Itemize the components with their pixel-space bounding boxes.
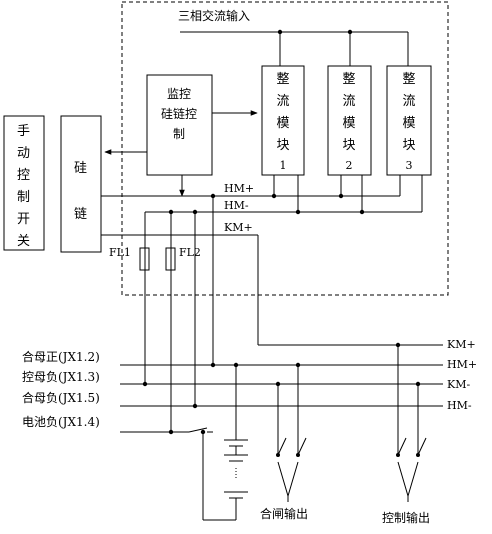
- svg-text:整: 整: [276, 72, 289, 87]
- closing-output-label: 合闸输出: [260, 506, 308, 521]
- svg-text:整: 整: [342, 72, 355, 87]
- manual-switch-box: [3, 115, 45, 251]
- junction-dot: [295, 362, 301, 368]
- switch-contact: [276, 453, 280, 457]
- right-hm-minus-label: HM-: [447, 399, 472, 412]
- junction-dot: [200, 429, 206, 435]
- svg-text:整: 整: [402, 72, 415, 87]
- svg-text:链: 链: [74, 207, 87, 222]
- fuse-fl1-label: FL1: [109, 246, 131, 259]
- control-output-blade-a: [397, 437, 407, 456]
- ac-input-label: 三相交流输入: [178, 8, 250, 23]
- svg-text:制: 制: [173, 127, 185, 141]
- junction-dot: [271, 193, 277, 199]
- junction-dot: [347, 29, 353, 35]
- junction-dot: [295, 209, 301, 215]
- junction-dot: [277, 29, 283, 35]
- right-hm-plus-label: HM+: [447, 358, 477, 371]
- svg-text:模: 模: [402, 116, 415, 131]
- svg-text:块: 块: [276, 138, 289, 153]
- junction-dot: [338, 193, 344, 199]
- right-km-plus-label: KM+: [447, 338, 476, 351]
- silicon-chain-box: [60, 115, 102, 253]
- svg-text:制: 制: [17, 190, 30, 205]
- switch-contact: [396, 453, 400, 457]
- svg-text:3: 3: [406, 159, 413, 172]
- rectifier-3-label: 整 流 模 块 3: [402, 72, 415, 172]
- rectifier-box-1: [261, 65, 305, 176]
- junction-dot: [359, 209, 365, 215]
- svg-text:硅: 硅: [74, 161, 87, 176]
- svg-text:手: 手: [17, 124, 30, 139]
- rectifier-box-2: [327, 65, 372, 176]
- svg-text:动: 动: [17, 146, 30, 161]
- junction-dot: [192, 403, 198, 409]
- monitor-box: [146, 74, 213, 176]
- junction-dot: [168, 209, 174, 215]
- fuse-fl2-label: FL2: [179, 246, 201, 259]
- junction-dot: [192, 209, 198, 215]
- bus-label-2: 控母负(JX1.3): [22, 370, 100, 384]
- svg-text:模: 模: [342, 116, 355, 131]
- switch-contact: [416, 453, 420, 457]
- svg-text:开: 开: [17, 212, 30, 227]
- junction-dot: [275, 381, 281, 387]
- manual-switch-label: 手 动 控 制 开 关: [17, 124, 30, 249]
- closing-output-blade-a: [277, 437, 287, 456]
- control-output-label: 控制输出: [382, 510, 430, 525]
- silicon-chain-label: 硅 链: [74, 161, 87, 222]
- svg-text:控: 控: [17, 168, 30, 183]
- rectifier-2-label: 整 流 模 块 2: [342, 72, 355, 172]
- junction-dot: [210, 362, 216, 368]
- rectifier-1-label: 整 流 模 块 1: [276, 72, 289, 172]
- right-km-minus-label: KM-: [447, 378, 470, 391]
- junction-dot: [210, 193, 216, 199]
- rectifier-box-3: [386, 65, 432, 176]
- svg-text:块: 块: [402, 138, 415, 153]
- svg-text:关: 关: [17, 234, 30, 249]
- fuse-fl1: [139, 247, 150, 271]
- closing-output-blade-b: [297, 437, 307, 456]
- junction-dot: [415, 381, 421, 387]
- fuse-fl2: [165, 247, 176, 271]
- junction-dot: [142, 381, 148, 387]
- svg-text:1: 1: [280, 159, 287, 172]
- svg-text:流: 流: [276, 94, 289, 109]
- svg-text:监控: 监控: [167, 87, 191, 101]
- cabinet-boundary: [121, 1, 449, 296]
- svg-text:2: 2: [346, 159, 353, 172]
- monitor-label: 监控 硅链控 制: [161, 87, 197, 141]
- svg-text:流: 流: [342, 94, 355, 109]
- control-output-v: [397, 461, 419, 498]
- svg-text:块: 块: [342, 138, 355, 153]
- bus-label-3: 合母负(JX1.5): [22, 390, 100, 405]
- battery-switch-blade: [188, 427, 208, 433]
- internal-km-plus-label: KM+: [224, 221, 253, 234]
- svg-text:模: 模: [276, 116, 289, 131]
- bus-label-4: 电池负(JX1.4): [22, 415, 100, 429]
- junction-dot: [168, 429, 174, 435]
- internal-hm-plus-label: HM+: [224, 182, 254, 195]
- control-output-blade-b: [417, 437, 427, 456]
- svg-text:流: 流: [402, 94, 415, 109]
- internal-hm-minus-label: HM-: [224, 199, 249, 212]
- junction-dot: [233, 362, 239, 368]
- bus-label-1: 合母正(JX1.2): [22, 349, 100, 364]
- svg-text:硅链控: 硅链控: [161, 106, 197, 121]
- junction-dot: [395, 342, 401, 348]
- closing-output-v: [277, 461, 299, 498]
- switch-contact: [296, 453, 300, 457]
